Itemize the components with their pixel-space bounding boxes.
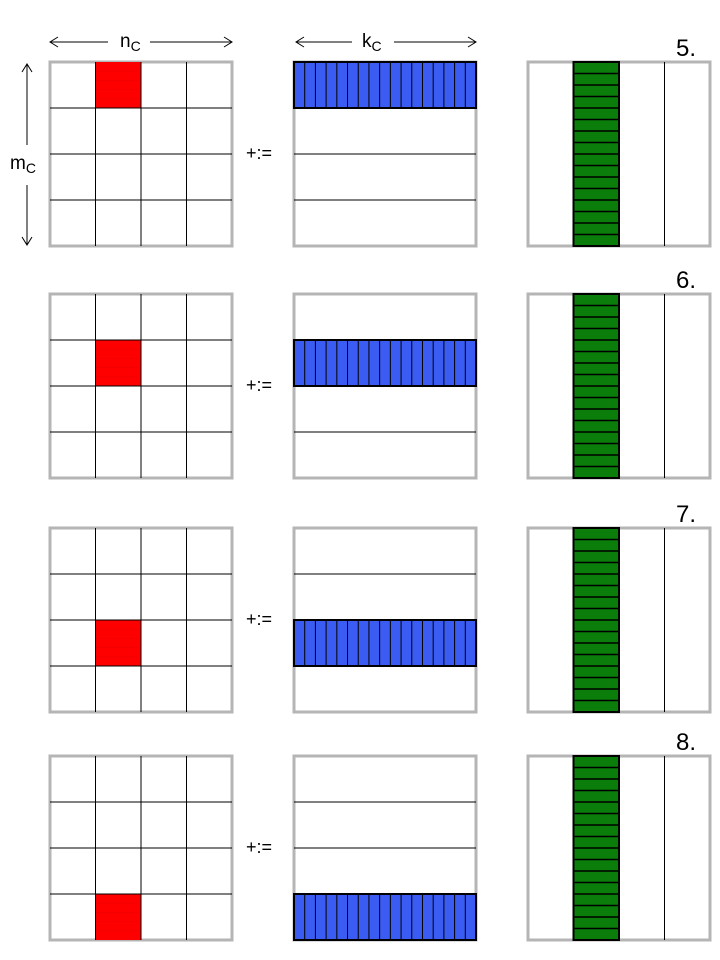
mc-label: mC bbox=[10, 153, 36, 176]
c-micro-tile bbox=[95, 894, 141, 940]
step-5: +:= 5. bbox=[48, 35, 712, 248]
mc-dimension-arrow bbox=[21, 63, 33, 246]
c-micro-tile bbox=[95, 620, 141, 666]
a-micro-panel bbox=[293, 619, 477, 667]
update-operator: +:= bbox=[246, 609, 272, 629]
kc-label: kC bbox=[362, 31, 382, 54]
update-operator: +:= bbox=[246, 837, 272, 857]
step-number: 7. bbox=[676, 501, 696, 528]
step-8: +:= 8. bbox=[48, 729, 712, 942]
step-6: +:= 6. bbox=[48, 267, 712, 480]
nc-dimension-arrow bbox=[49, 36, 233, 48]
nc-label: nC bbox=[120, 31, 141, 54]
update-operator: +:= bbox=[246, 143, 272, 163]
a-micro-panel bbox=[293, 339, 477, 387]
c-micro-tile bbox=[95, 62, 141, 108]
step-7: +:= 7. bbox=[48, 501, 712, 714]
a-micro-panel bbox=[293, 61, 477, 109]
a-micro-panel bbox=[293, 893, 477, 941]
update-operator: +:= bbox=[246, 375, 272, 395]
step-number: 8. bbox=[676, 729, 696, 756]
c-micro-tile bbox=[95, 340, 141, 386]
step-number: 6. bbox=[676, 267, 696, 294]
kc-dimension-arrow bbox=[295, 36, 477, 48]
step-number: 5. bbox=[676, 35, 696, 62]
